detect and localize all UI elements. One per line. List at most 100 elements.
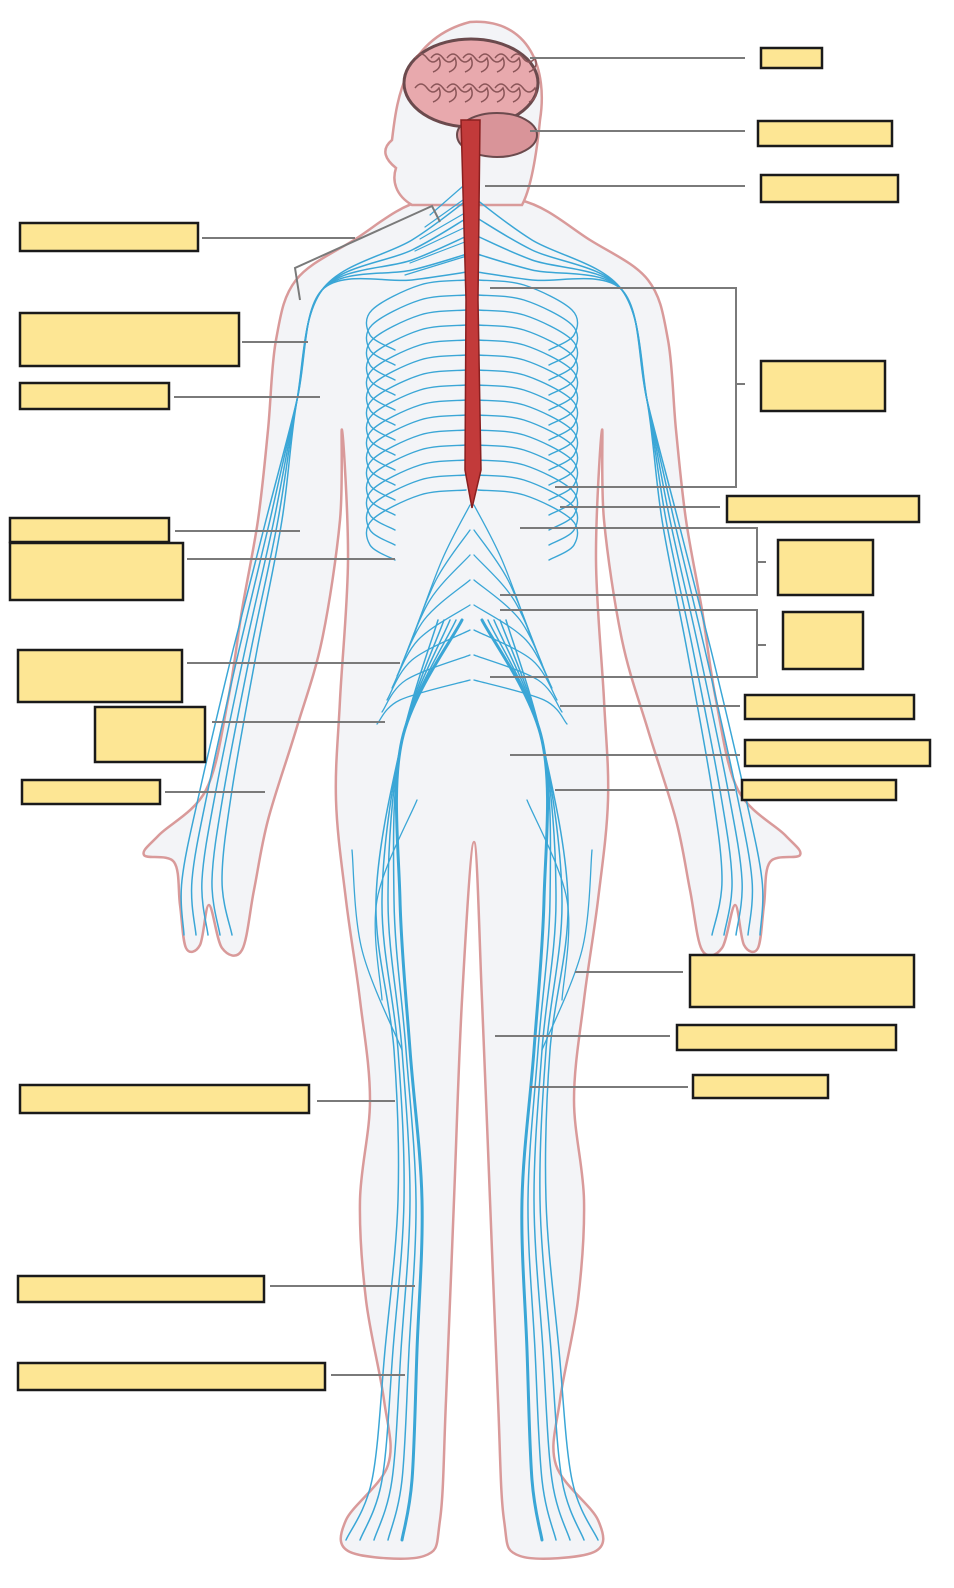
nerve <box>365 294 467 366</box>
label-box <box>743 693 916 721</box>
label-box <box>688 953 916 1009</box>
leader-line <box>500 527 766 596</box>
nerve <box>476 235 743 936</box>
label-box <box>18 381 171 411</box>
label-box <box>16 648 184 704</box>
label-box <box>8 516 171 544</box>
nerve <box>211 217 468 936</box>
nerve <box>365 489 467 561</box>
gyrus-line <box>462 53 489 73</box>
label-box <box>759 46 824 70</box>
nerve <box>473 679 568 725</box>
nerve <box>396 579 471 677</box>
nerve <box>477 384 579 456</box>
leader-line <box>202 204 441 301</box>
nerve <box>365 369 467 441</box>
nerve <box>473 654 563 713</box>
nerve <box>201 235 468 936</box>
nerve <box>365 339 467 411</box>
nerve <box>376 679 471 725</box>
nerve <box>476 199 723 936</box>
nerve <box>473 579 548 677</box>
nerve <box>477 429 579 501</box>
nerve <box>386 629 471 701</box>
nerve <box>345 619 439 1541</box>
gyrus-line <box>462 83 489 103</box>
nerve <box>221 199 468 936</box>
nerve <box>365 414 467 486</box>
nerve <box>381 654 471 713</box>
gyrus-line <box>510 53 537 73</box>
gyrus-line <box>414 53 441 73</box>
label-box <box>18 1083 311 1115</box>
nerve <box>365 324 467 396</box>
gyrus-line <box>430 53 457 73</box>
nerve <box>365 459 467 531</box>
nerve <box>477 369 579 441</box>
brain-gyri <box>414 53 537 103</box>
nerve <box>476 271 764 936</box>
label-box <box>691 1073 830 1100</box>
gyrus-line <box>414 83 441 103</box>
gyrus-line <box>478 53 505 73</box>
label-box <box>93 705 207 764</box>
leader-line <box>490 609 766 678</box>
peripheral-nerves <box>180 179 764 1542</box>
nerve <box>374 799 418 1001</box>
label-box <box>20 778 162 806</box>
body-outline <box>142 193 802 1560</box>
nerve <box>365 474 467 546</box>
label-box <box>759 359 887 413</box>
label-boxes <box>8 46 932 1392</box>
nerve <box>365 354 467 426</box>
nerve <box>477 489 579 561</box>
nerve <box>541 849 593 1051</box>
gyrus-line <box>430 83 457 103</box>
leader-lines <box>165 57 766 1376</box>
nerve <box>473 629 558 701</box>
nerve <box>505 619 599 1541</box>
gyrus-line <box>510 83 537 103</box>
label-box <box>675 1023 898 1052</box>
gyrus-line <box>494 83 521 103</box>
gyrus-line <box>494 53 521 73</box>
label-box <box>16 1361 327 1392</box>
label-box <box>725 494 921 524</box>
label-box <box>756 119 894 148</box>
gyrus-line <box>446 83 473 103</box>
nerve <box>365 384 467 456</box>
nerve <box>190 253 468 936</box>
label-box <box>781 610 865 671</box>
nerve <box>477 339 579 411</box>
label-box <box>743 738 932 768</box>
cerebrum <box>402 37 540 129</box>
label-box <box>740 778 898 802</box>
label-box <box>18 311 241 368</box>
nerve <box>477 324 579 396</box>
leader-line <box>490 287 745 488</box>
nerve <box>477 414 579 486</box>
gyrus-line <box>446 53 473 73</box>
nerve <box>477 444 579 516</box>
nerve <box>477 294 579 366</box>
label-box <box>18 221 200 253</box>
gyrus-line <box>478 83 505 103</box>
nerve <box>365 399 467 471</box>
nerve <box>477 474 579 546</box>
label-box <box>776 538 875 597</box>
nerve <box>180 271 468 936</box>
nerve <box>477 459 579 531</box>
label-box <box>8 541 185 602</box>
nerve <box>476 217 733 936</box>
label-box <box>759 173 900 204</box>
spinal-cord <box>460 119 482 509</box>
nerve <box>365 279 467 351</box>
label-box <box>16 1274 266 1304</box>
nerve <box>477 279 579 351</box>
nerve <box>365 429 467 501</box>
nerve <box>476 253 754 936</box>
nerve <box>477 399 579 471</box>
nerve <box>526 799 570 1001</box>
nerve <box>391 604 471 689</box>
